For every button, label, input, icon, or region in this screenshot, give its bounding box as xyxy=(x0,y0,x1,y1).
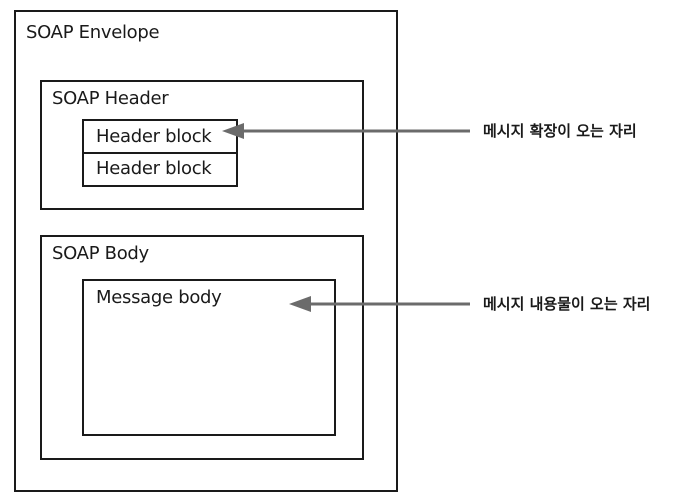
soap-body-box: SOAP Body Message body xyxy=(40,235,364,460)
soap-envelope-box: SOAP Envelope SOAP Header Header block H… xyxy=(14,10,398,492)
header-block: Header block xyxy=(82,119,238,154)
message-body-label: Message body xyxy=(96,287,222,308)
header-block-label: Header block xyxy=(96,158,212,179)
header-block-label: Header block xyxy=(96,126,212,147)
header-annotation: 메시지 확장이 오는 자리 xyxy=(483,122,637,140)
soap-body-label: SOAP Body xyxy=(52,243,149,264)
soap-envelope-label: SOAP Envelope xyxy=(26,22,160,43)
header-block: Header block xyxy=(82,152,238,187)
soap-header-label: SOAP Header xyxy=(52,88,169,109)
soap-header-box: SOAP Header Header block Header block xyxy=(40,80,364,210)
body-arrow xyxy=(289,296,470,312)
header-arrow xyxy=(222,123,470,139)
body-annotation: 메시지 내용물이 오는 자리 xyxy=(483,295,651,313)
